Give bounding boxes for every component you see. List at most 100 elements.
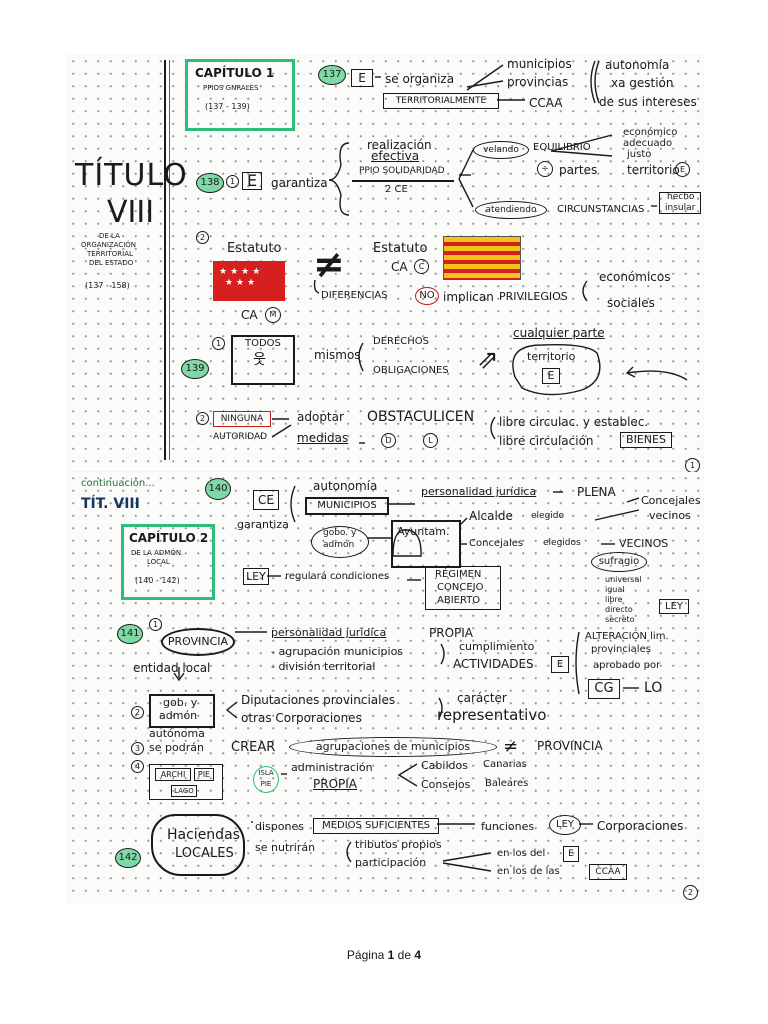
insular-label: insular — [665, 203, 696, 213]
titulo-sub-1: DE LA — [99, 232, 120, 240]
estatuto-madrid: Estatuto — [227, 241, 282, 256]
no-circle: NO — [415, 287, 439, 305]
gobierno-oval — [311, 526, 369, 558]
obligaciones-label: OBLIGACIONES — [373, 365, 449, 376]
velando-oval: velando — [473, 141, 529, 159]
provincia-oval: PROVINCIA — [161, 628, 235, 656]
margin-line — [164, 60, 166, 460]
capitulo-2-box — [121, 524, 215, 600]
estado-map-box: E — [542, 368, 560, 384]
apartado-2-circle-139: 2 — [196, 412, 209, 425]
sufragio-4: directo — [605, 605, 633, 614]
sufragio-oval: sufragio — [591, 552, 647, 572]
medidas-label: medidas — [297, 431, 349, 445]
article-139-badge: 139 — [181, 359, 209, 379]
estado-box-138: E — [242, 172, 262, 190]
municipios-label: municipios — [507, 57, 572, 71]
estatuto-cataluna: Estatuto — [373, 241, 428, 256]
corporaciones-label: Corporaciones — [597, 819, 684, 833]
division-label: - división territorial — [271, 660, 376, 673]
gob-admon-box — [149, 694, 215, 728]
autoridad-label: AUTORIDAD — [213, 432, 268, 442]
adecuado-label: adecuado — [623, 138, 673, 149]
sufragio-2: igual — [605, 585, 625, 594]
mismos-label: mismos — [314, 348, 361, 362]
titulo-number: VIII — [107, 195, 155, 230]
not-equal-sign-2: ≠ — [503, 736, 519, 757]
capitulo-1-range: (137 - 139) — [205, 102, 250, 111]
medios-box: MEDIOS SUFICIENTES — [313, 818, 439, 834]
diputaciones-label: Diputaciones provinciales — [241, 693, 396, 707]
estado-box-141: E — [551, 656, 569, 673]
baleares-label: Baleares — [485, 778, 529, 789]
titulo-range: (137 - 158) — [85, 281, 130, 290]
se-organiza: se organiza — [385, 72, 455, 86]
cataluna-circle: C — [414, 259, 429, 274]
privilegios-label: PRIVILEGIOS — [499, 290, 568, 303]
ninguna-box: NINGUNA — [213, 411, 271, 427]
capitulo-2-range: (140 - 142) — [135, 576, 180, 585]
autonomia-label-2: autonomía — [313, 479, 378, 493]
ayuntam-label: Ayuntam. — [397, 525, 450, 538]
notes-page-1: TÍTULO VIII DE LA ORGANIZACIÓN TERRITORI… — [67, 55, 703, 473]
territorio-map-label: territorio — [527, 350, 576, 363]
provincia-label-2: PROVINCIA — [537, 739, 603, 753]
vecinos-label: vecinos — [649, 509, 691, 522]
territorio-label: territorio — [627, 163, 680, 177]
representativo-label: representativo — [437, 706, 547, 724]
implican-label: implican — [443, 290, 494, 304]
personalidad-propia: personalidad jurídica — [271, 626, 387, 639]
apartado-1-circle-141: 1 — [149, 618, 162, 631]
ca-madrid-label: CA — [241, 308, 258, 322]
sociales-label: sociales — [607, 296, 655, 310]
estado-box-142: E — [563, 846, 579, 862]
l-circle: L — [423, 433, 438, 448]
gobo-label: gobo. y — [323, 528, 357, 538]
titulo-sub-2: ORGANIZACIÓN — [81, 241, 137, 249]
sheet1-connectors — [271, 60, 688, 444]
ccaa-box: CCAA — [589, 864, 627, 880]
estado-circle: E — [675, 162, 690, 177]
footer-prefix: Página — [346, 948, 385, 962]
titulo-heading: TÍTULO — [75, 158, 188, 193]
equal-arrow: ⇗ — [477, 345, 499, 375]
funciones-label: funciones — [481, 820, 535, 833]
ccaa-label: CCAA — [529, 96, 563, 110]
capitulo-2-sub-1: DE LA ADMÓN. — [131, 549, 184, 557]
personalidad-plena: personalidad jurídica — [421, 485, 537, 498]
apartado-1-circle: 1 — [226, 175, 239, 188]
apartado-2-circle-141: 2 — [131, 706, 144, 719]
autonoma-label: autónoma — [149, 727, 205, 740]
plena-label: PLENA — [577, 485, 616, 499]
crear-label: CREAR — [231, 740, 276, 755]
propia-label-2: PROPIA — [313, 777, 358, 791]
haciendas-label: Haciendas — [167, 827, 240, 843]
article-137-badge: 137 — [318, 65, 346, 85]
tributos-label: tributos propios — [355, 838, 442, 851]
vecinos-caps-label: VECINOS — [619, 537, 669, 550]
atendiendo-oval: atendiendo — [475, 201, 547, 219]
divide-icon: ÷ — [537, 161, 553, 177]
lago-box: LAGO — [171, 785, 197, 797]
administracion-label: administración — [291, 761, 373, 774]
sufragio-5: secreto — [605, 615, 635, 624]
sheet2-connectors — [173, 485, 640, 872]
realizacion-label: realización — [367, 138, 432, 152]
diferencias-label: DIFERENCIAS — [321, 290, 388, 301]
todos-label: TODOS — [245, 338, 281, 349]
en-los-del-label: en los del — [497, 848, 546, 859]
obstaculicen-label: OBSTACULICEN — [367, 409, 475, 425]
not-equal-sign: ≠ — [313, 242, 345, 286]
consejos-label: Consejos — [421, 778, 471, 791]
lo-label: LO — [644, 680, 663, 696]
garantiza-label: garantiza — [271, 176, 328, 190]
isla-pie-circle: ISLA PIE — [253, 766, 279, 793]
titulo-sub-4: DEL ESTADO — [89, 259, 134, 267]
caracter-label: carácter — [457, 691, 507, 705]
efectiva-label: efectiva — [371, 149, 420, 163]
madrid-flag: ★★★★ ★★★ — [213, 261, 285, 301]
madrid-circle: M — [265, 307, 281, 323]
notes-page-2: continuación... TÍT. VIII 140 CE garanti… — [67, 472, 703, 902]
apartado-4-circle: 4 — [131, 760, 144, 773]
capitulo-1-box — [185, 59, 295, 131]
